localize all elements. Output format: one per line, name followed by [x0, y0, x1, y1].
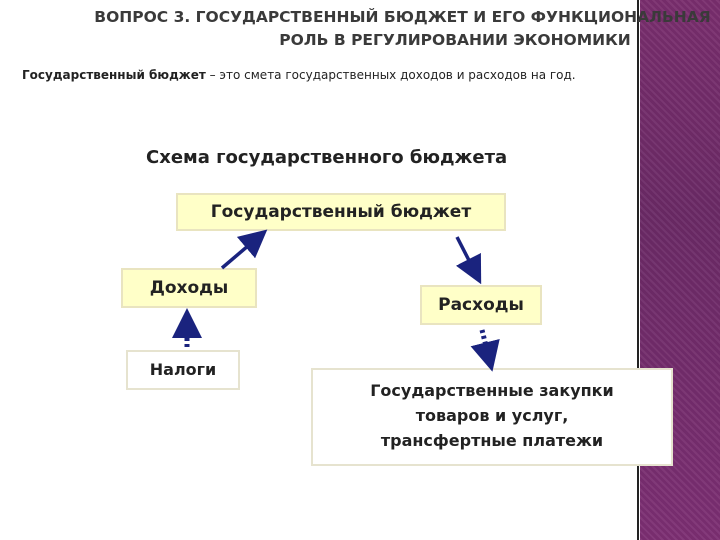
definition: Государственный бюджет – это смета госуд… [22, 68, 576, 82]
slide-border-line [637, 0, 639, 540]
taxes-box: Налоги [126, 350, 240, 390]
slide-title: ВОПРОС 3. ГОСУДАРСТВЕННЫЙ БЮДЖЕТ И ЕГО Ф… [0, 6, 720, 52]
slide-title-line1: ВОПРОС 3. ГОСУДАРСТВЕННЫЙ БЮДЖЕТ И ЕГО Ф… [94, 8, 711, 26]
spending-line-3: трансфертные платежи [380, 431, 604, 450]
spending-line-1: Государственные закупки [370, 381, 614, 400]
slide-title-line2: РОЛЬ В РЕГУЛИРОВАНИИ ЭКОНОМИКИ [279, 31, 631, 49]
definition-term: Государственный бюджет [22, 68, 206, 82]
arrow-budget-to-expenses [455, 236, 482, 285]
spending-box: Государственные закупки товаров и услуг,… [311, 368, 673, 466]
definition-text: – это смета государственных доходов и ра… [205, 68, 576, 82]
expenses-box: Расходы [420, 285, 542, 325]
arrow-expenses-to-spending [470, 329, 500, 372]
arrow-income-to-budget [220, 229, 268, 270]
budget-box: Государственный бюджет [176, 193, 506, 231]
income-box: Доходы [121, 268, 257, 308]
spending-line-2: товаров и услуг, [415, 406, 569, 425]
scheme-title: Схема государственного бюджета [146, 147, 508, 168]
